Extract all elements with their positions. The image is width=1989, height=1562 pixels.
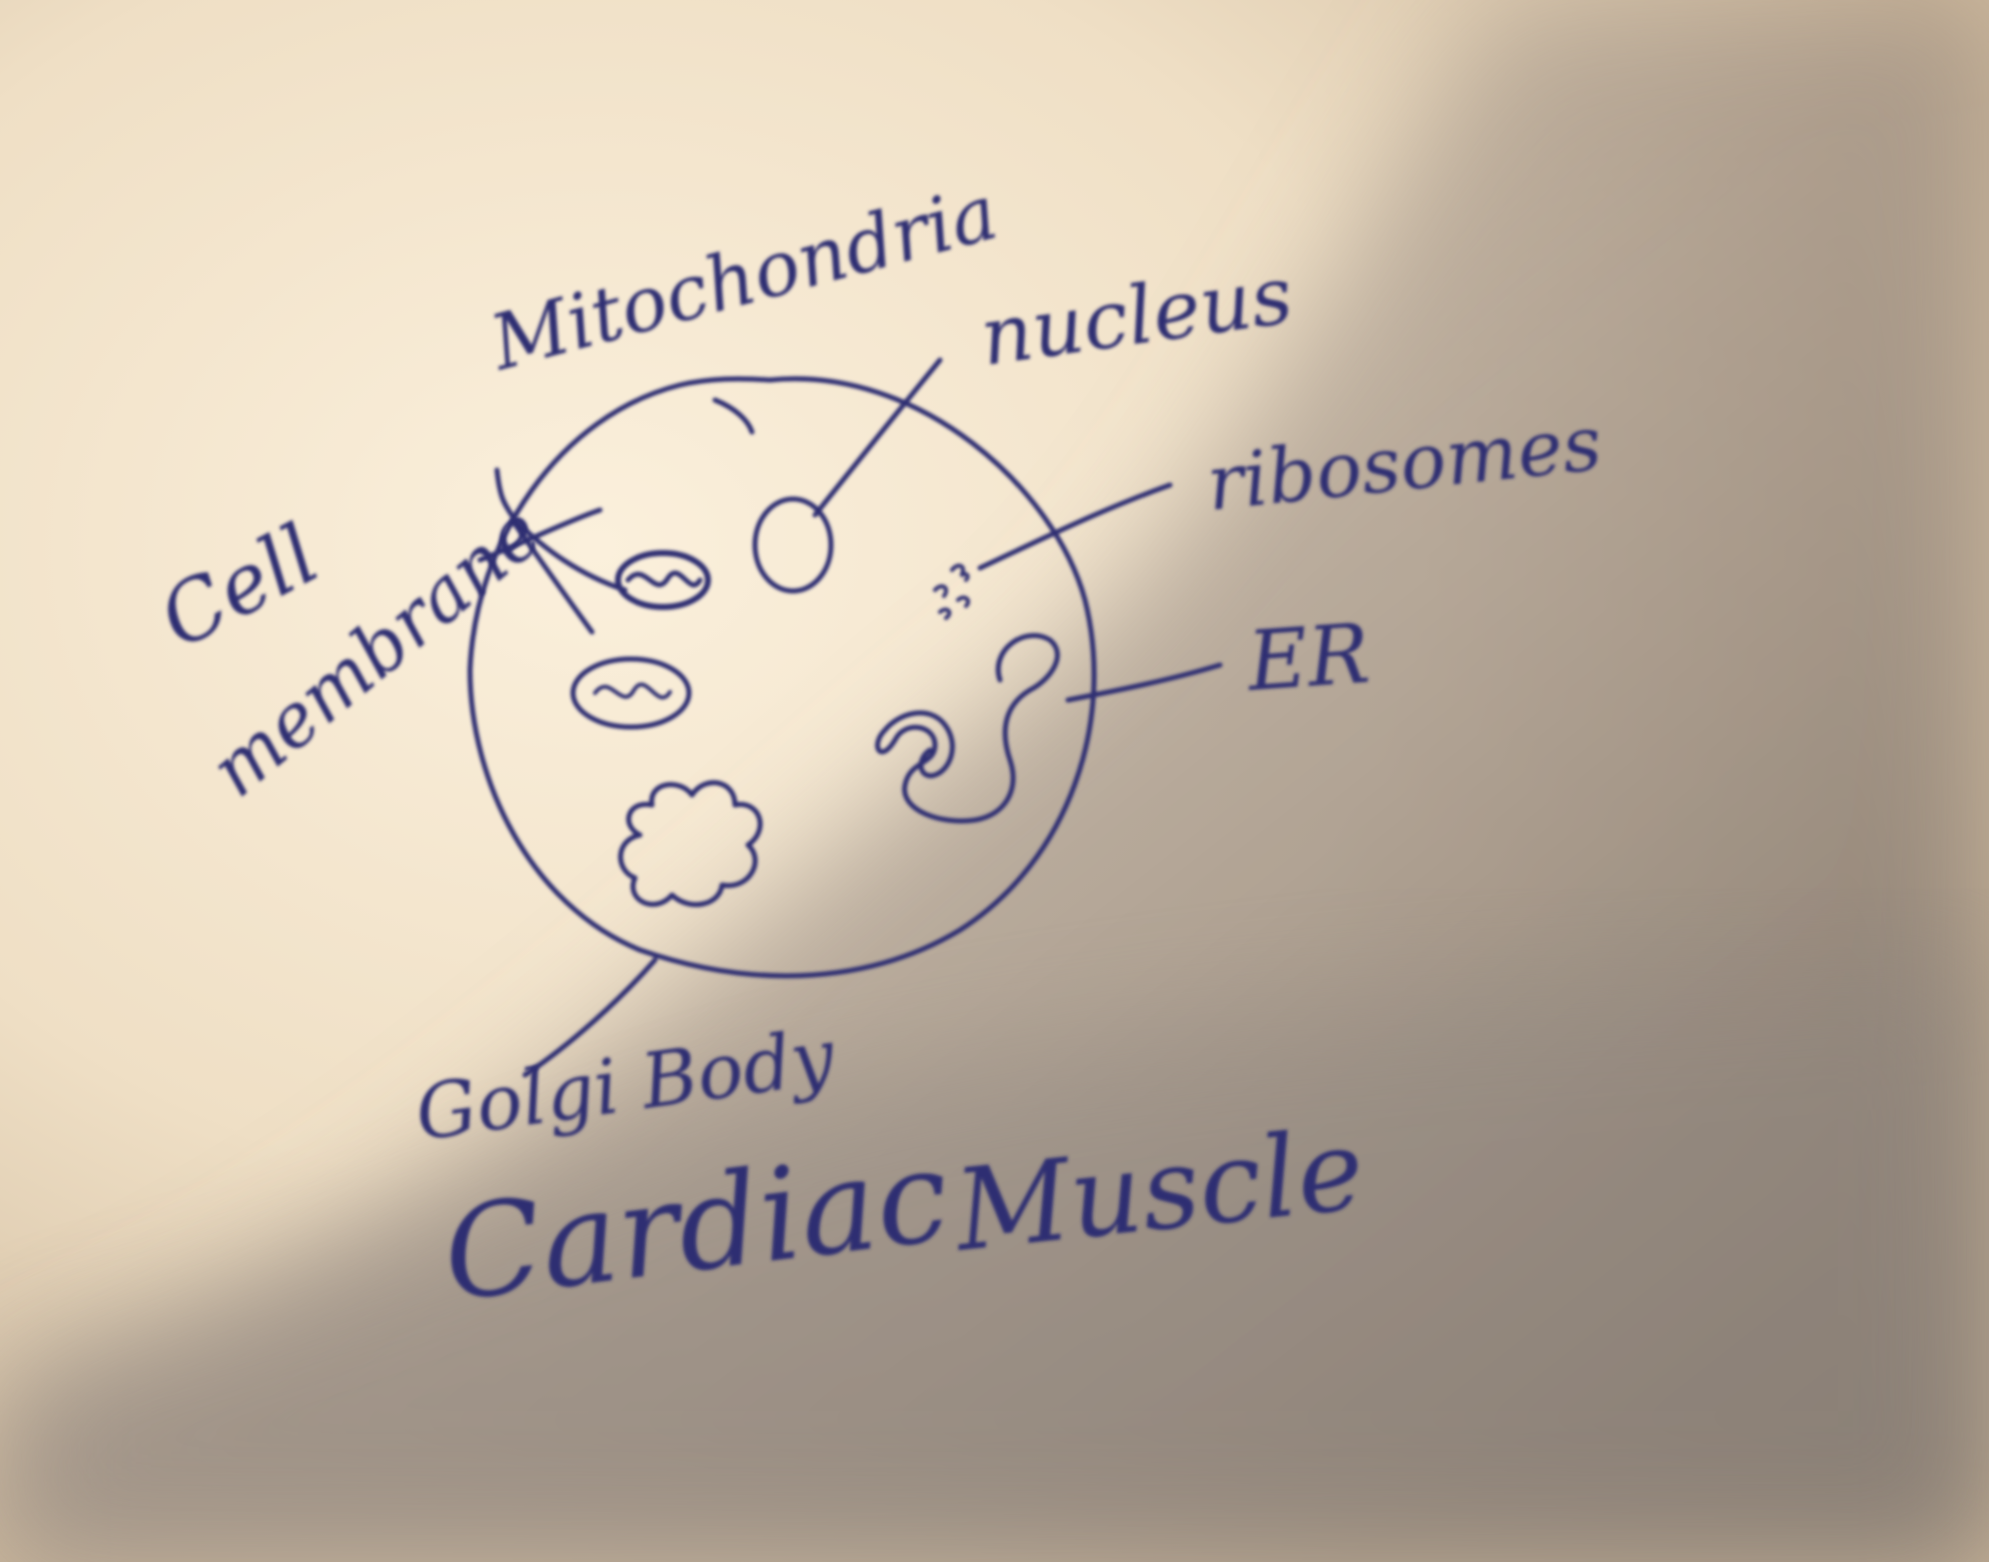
- ribosomes-organelle: [933, 563, 971, 620]
- mitochondria-leader-line-2: [509, 517, 595, 635]
- cell-membrane-label-line1: Cell: [145, 507, 334, 668]
- golgi-body-label: Golgi Body: [410, 1011, 840, 1158]
- golgi-leader-line: [522, 957, 658, 1078]
- mitochondria-label: Mitochondria: [480, 167, 1007, 388]
- ribosomes-leader-line: [977, 482, 1173, 571]
- er-label: ER: [1243, 607, 1373, 710]
- mitochondria-leader-line: [494, 467, 628, 593]
- mitochondrion-bottom: [570, 656, 692, 730]
- golgi-body-organelle: [618, 780, 763, 907]
- er-leader-line: [1065, 662, 1223, 703]
- title-word-muscle: Muscle: [947, 1105, 1369, 1277]
- nucleus-organelle: [752, 496, 834, 594]
- cell-membrane-outline: [467, 376, 1097, 979]
- nucleus-label: nucleus: [975, 248, 1298, 384]
- title-word-cardiac: Cardiac: [436, 1121, 957, 1331]
- lower-shadow: [0, 950, 1989, 1562]
- top-tick-mark: [712, 397, 755, 435]
- mitochondrion-top: [615, 550, 711, 610]
- ribosomes-label: ribosomes: [1203, 398, 1606, 528]
- cell-membrane-leader-line: [477, 507, 603, 563]
- er-organelle: [875, 633, 1060, 824]
- nucleus-leader-line: [812, 357, 943, 518]
